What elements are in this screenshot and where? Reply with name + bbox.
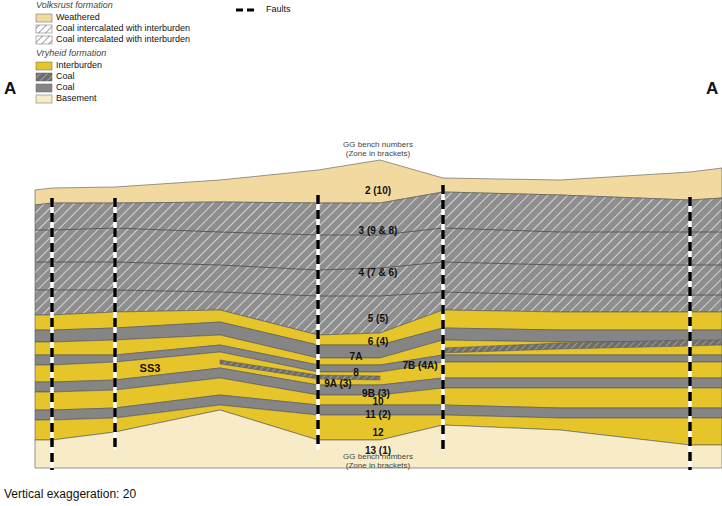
bench-number: 11 (2) [365,409,391,420]
legend-text: Coal [56,83,75,93]
section-end-label: A [706,80,718,99]
bench-heading: GG bench numbers (Zone in brackets) [333,453,423,471]
fault-line [441,185,445,450]
bench-number: 13 (1) [365,445,391,456]
scale-note: Vertical exaggeration: 20 [4,488,136,501]
bench-heading: GG bench numbers (Zone in brackets) [333,141,423,159]
fault-line [316,195,320,450]
fault-swatch [236,9,258,12]
legend-text: Basement [56,94,97,104]
legend-swatch [36,14,52,22]
legend-heading: Vryheid formation [36,49,106,59]
bench-number: 2 (10) [365,185,391,196]
coal-lens [443,340,722,353]
bench-number: 9A (3) [324,378,351,389]
bench-number: 8 [353,367,359,378]
fault-line [50,198,54,470]
legend-text: Weathered [56,13,100,23]
legend-swatch [36,36,52,44]
bench-number: 4 (7 & 6) [359,267,398,278]
legend-swatch [36,62,52,70]
legend-text: Interburden [56,61,102,71]
legend-swatch [36,95,52,103]
fault-line [441,185,445,450]
fault-line [50,198,54,470]
bench-number: 7B (4A) [402,360,437,371]
bench-number: 10 [372,396,383,407]
legend-swatch [36,84,52,92]
bench-number: 3 (9 & 8) [359,225,398,236]
legend-text: Coal intercalated with interburden [56,24,190,34]
legend-swatch [36,25,52,33]
fault-line [113,198,117,450]
fault-line [688,197,692,470]
bench-number: 5 (5) [368,313,389,324]
bench-number: 6 (4) [368,336,389,347]
bench-number: 7A [350,351,363,362]
fault-line [316,195,320,450]
legend-heading: Volksrust formation [36,1,113,11]
bench-number: 12 [372,427,383,438]
bench-boundary [35,290,722,296]
fault-line [688,197,692,470]
legend-swatch [36,73,52,81]
section-end-label: A [4,80,16,99]
coal-lens [220,360,380,380]
legend-text: Coal [56,72,75,82]
fault-line [113,198,117,450]
legend-text: Faults [266,5,291,15]
seam-label: SS3 [140,362,161,374]
legend-text: Coal intercalated with interburden [56,35,190,45]
